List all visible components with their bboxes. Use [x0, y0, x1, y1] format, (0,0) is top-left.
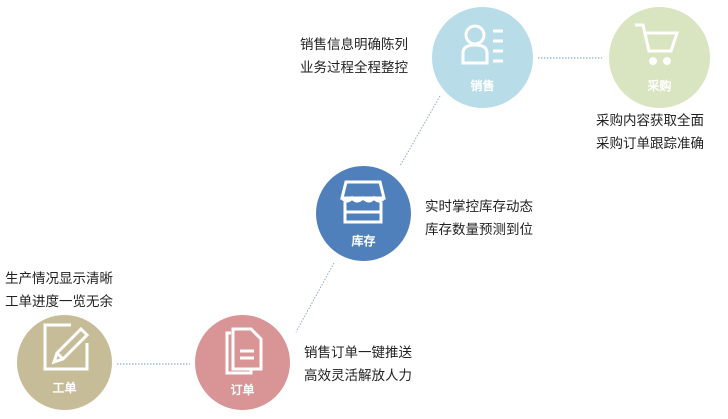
user-list-icon — [461, 24, 503, 65]
store-icon — [340, 180, 386, 224]
desc-line: 实时掌控库存动态 — [425, 199, 533, 215]
desc-line: 工单进度一览无余 — [5, 294, 113, 310]
sales-description: 销售信息明确陈列 业务过程全程整控 — [300, 34, 408, 80]
node-inventory-label: 库存 — [351, 234, 376, 248]
node-sales: 销售 — [432, 7, 533, 108]
desc-line: 生产情况显示清晰 — [5, 271, 113, 287]
node-order: 订单 — [195, 315, 290, 410]
desc-line: 销售信息明确陈列 — [300, 37, 408, 53]
order-description: 销售订单一键推送 高效灵活解放人力 — [304, 342, 412, 388]
node-workorder: 工单 — [17, 315, 112, 410]
desc-line: 高效灵活解放人力 — [304, 368, 412, 384]
desc-line: 销售订单一键推送 — [304, 345, 412, 361]
node-inventory: 库存 — [316, 166, 411, 261]
node-purchase-label: 采购 — [647, 79, 672, 93]
desc-line: 采购订单跟踪准确 — [596, 136, 704, 152]
desc-line: 采购内容获取全面 — [596, 113, 704, 129]
node-purchase: 采购 — [609, 7, 710, 108]
node-order-label: 订单 — [230, 383, 255, 397]
purchase-description: 采购内容获取全面 采购订单跟踪准确 — [596, 110, 704, 156]
shopping-cart-icon — [635, 23, 680, 65]
desc-line: 库存数量预测到位 — [425, 222, 533, 238]
inventory-description: 实时掌控库存动态 库存数量预测到位 — [425, 196, 533, 242]
node-workorder-label: 工单 — [52, 381, 77, 395]
desc-line: 业务过程全程整控 — [300, 60, 408, 76]
documents-icon — [225, 327, 263, 375]
edit-icon — [43, 323, 90, 371]
node-sales-label: 销售 — [470, 79, 495, 93]
workorder-description: 生产情况显示清晰 工单进度一览无余 — [5, 268, 113, 314]
